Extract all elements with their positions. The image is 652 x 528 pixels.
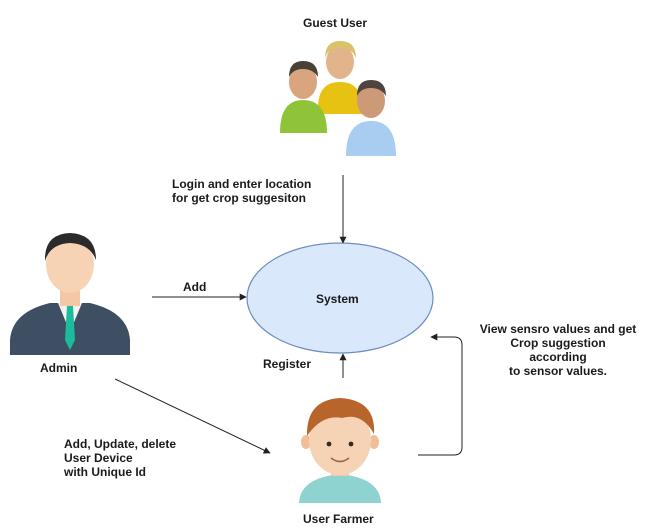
system-to-farmer-label-line: to sensor values.	[508, 364, 608, 378]
guest-to-system-label-line: Login and enter location	[172, 177, 312, 191]
boy-user-icon	[299, 398, 381, 503]
system-label: System	[316, 292, 359, 306]
system-to-farmer-label-line: according	[529, 350, 587, 364]
admin-to-farmer-label-line: Add, Update, delete	[64, 437, 177, 451]
system-to-farmer-label-line: Crop suggestion	[510, 336, 606, 350]
guest-user-label: Guest User	[303, 16, 368, 30]
user-farmer-label: User Farmer	[303, 512, 374, 526]
guest-to-system-label-line: for get crop suggesiton	[172, 191, 307, 205]
admin-to-farmer-label-line: User Device	[64, 451, 133, 465]
guest-to-system-label: Login and enter location for get crop su…	[172, 177, 311, 205]
admin-to-farmer-label-line: with Unique Id	[64, 465, 146, 479]
group-of-users-icon	[280, 41, 396, 156]
admin-to-farmer-label: Add, Update, delete User Device with Uni…	[64, 437, 176, 479]
businessman-icon	[10, 233, 130, 355]
farmer-to-system-label: Register	[263, 357, 312, 371]
system-to-farmer-label: View sensro values and get Crop suggesti…	[470, 322, 646, 378]
admin-to-system-label: Add	[183, 280, 207, 294]
farmer-system-loop-connector	[418, 333, 463, 456]
admin-to-farmer-arrow	[114, 378, 271, 454]
system-to-farmer-label-line: View sensro values and get	[479, 322, 637, 336]
admin-label: Admin	[40, 361, 78, 375]
